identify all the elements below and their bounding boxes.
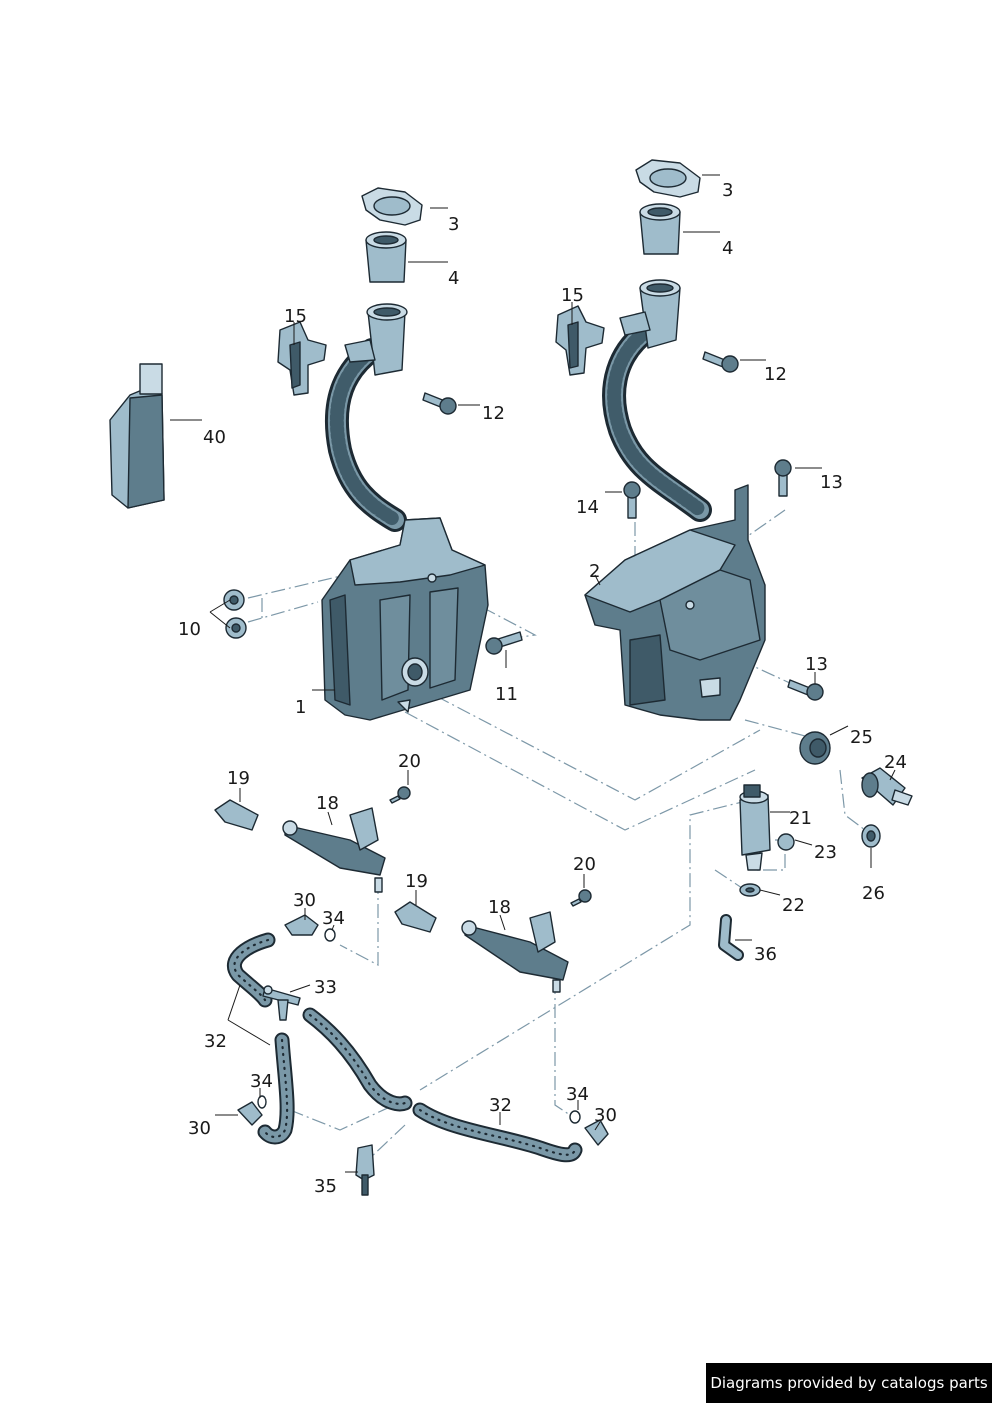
connector-30-lower-right[interactable] — [584, 1119, 609, 1146]
label-18-upper: 18 — [316, 793, 339, 814]
screw-11[interactable] — [485, 631, 523, 655]
leader-lines — [170, 174, 896, 1173]
label-11: 11 — [495, 684, 518, 705]
label-23: 23 — [814, 842, 837, 863]
level-sensor-24[interactable] — [861, 767, 913, 806]
fluid-bottle[interactable] — [109, 363, 165, 509]
filler-cap-left[interactable] — [361, 187, 423, 226]
label-4-right: 4 — [722, 238, 733, 259]
hose-32-right[interactable] — [412, 1102, 583, 1163]
jets-and-hoses — [214, 786, 609, 1196]
label-2: 2 — [589, 561, 600, 582]
label-34-upper: 34 — [322, 908, 345, 929]
grommet-25[interactable] — [799, 731, 831, 765]
bolt-13-upper[interactable] — [774, 459, 792, 497]
bolt-12-left[interactable] — [422, 392, 457, 415]
callout-labels: 3 4 15 12 40 10 11 1 3 4 15 12 13 14 2 1… — [178, 180, 907, 1197]
label-3-left: 3 — [448, 214, 459, 235]
label-33: 33 — [314, 977, 337, 998]
nut-10-upper[interactable] — [223, 589, 245, 611]
holder-clip-right[interactable] — [555, 305, 605, 376]
filler-pipe-right[interactable] — [602, 279, 712, 522]
connector-30-lower-left[interactable] — [237, 1101, 263, 1126]
screw-20-upper[interactable] — [389, 786, 411, 804]
label-24: 24 — [884, 752, 907, 773]
o-ring-34-upper[interactable] — [324, 928, 336, 942]
clip-35[interactable] — [355, 1144, 375, 1196]
cover-cap-19-lower[interactable] — [394, 901, 437, 933]
label-12-right: 12 — [764, 364, 787, 385]
label-12-left: 12 — [482, 403, 505, 424]
hose-32-lower-left[interactable] — [257, 1032, 295, 1145]
jet-18-upper[interactable] — [282, 807, 386, 893]
filler-cap-right[interactable] — [635, 159, 701, 198]
holder-clip-left[interactable] — [277, 321, 327, 396]
bolt-12-right[interactable] — [702, 351, 739, 373]
o-ring-34-lower-left[interactable] — [257, 1095, 267, 1109]
label-32-right: 32 — [489, 1095, 512, 1116]
o-ring-34-lower-right[interactable] — [569, 1110, 581, 1124]
left-reservoir-assembly — [109, 187, 523, 721]
cover-cap-19-upper[interactable] — [214, 799, 259, 831]
label-14: 14 — [576, 497, 599, 518]
label-21: 21 — [789, 808, 812, 829]
bolt-14[interactable] — [623, 481, 641, 519]
label-35: 35 — [314, 1176, 337, 1197]
label-25: 25 — [850, 727, 873, 748]
t-connector-33[interactable] — [262, 985, 301, 1021]
label-20-upper: 20 — [398, 751, 421, 772]
screw-20-lower[interactable] — [570, 889, 592, 907]
label-30-lower-right: 30 — [594, 1105, 617, 1126]
connector-30-upper[interactable] — [284, 914, 319, 936]
label-30-upper: 30 — [293, 890, 316, 911]
filler-neck-sleeve-right[interactable] — [639, 203, 681, 255]
right-reservoir-assembly — [555, 159, 913, 961]
label-30-lower-left: 30 — [188, 1118, 211, 1139]
label-32-left: 32 — [204, 1031, 227, 1052]
label-34-lower-right: 34 — [566, 1084, 589, 1105]
nut-23[interactable] — [777, 833, 795, 851]
filler-pipe-left[interactable] — [324, 303, 408, 532]
label-40: 40 — [203, 427, 226, 448]
label-34-lower-left: 34 — [250, 1071, 273, 1092]
label-36: 36 — [754, 944, 777, 965]
label-3-right: 3 — [722, 180, 733, 201]
label-20-lower: 20 — [573, 854, 596, 875]
bolt-13-lower[interactable] — [787, 679, 824, 701]
hose-32-left[interactable] — [227, 932, 276, 1008]
label-22: 22 — [782, 895, 805, 916]
label-10: 10 — [178, 619, 201, 640]
seal-26[interactable] — [861, 824, 881, 848]
hose-32-main[interactable] — [302, 1007, 413, 1112]
filler-neck-sleeve-left[interactable] — [365, 231, 407, 283]
elbow-36[interactable] — [718, 914, 744, 961]
label-19-upper: 19 — [227, 768, 250, 789]
washer-reservoir-right[interactable] — [584, 484, 766, 721]
label-19-lower: 19 — [405, 871, 428, 892]
assembly-lines — [247, 509, 866, 1161]
credit-banner: Diagrams provided by catalogs parts — [706, 1363, 992, 1403]
label-26: 26 — [862, 883, 885, 904]
label-18-lower: 18 — [488, 897, 511, 918]
washer-reservoir-left[interactable] — [321, 517, 489, 721]
label-1: 1 — [295, 697, 306, 718]
label-13-lower: 13 — [805, 654, 828, 675]
label-4-left: 4 — [448, 268, 459, 289]
label-13-upper: 13 — [820, 472, 843, 493]
label-15-right: 15 — [561, 285, 584, 306]
jet-18-lower[interactable] — [461, 911, 569, 993]
washer-22[interactable] — [739, 883, 761, 897]
washer-pump-21[interactable] — [739, 784, 771, 871]
label-15-left: 15 — [284, 306, 307, 327]
nut-10-lower[interactable] — [225, 617, 247, 639]
